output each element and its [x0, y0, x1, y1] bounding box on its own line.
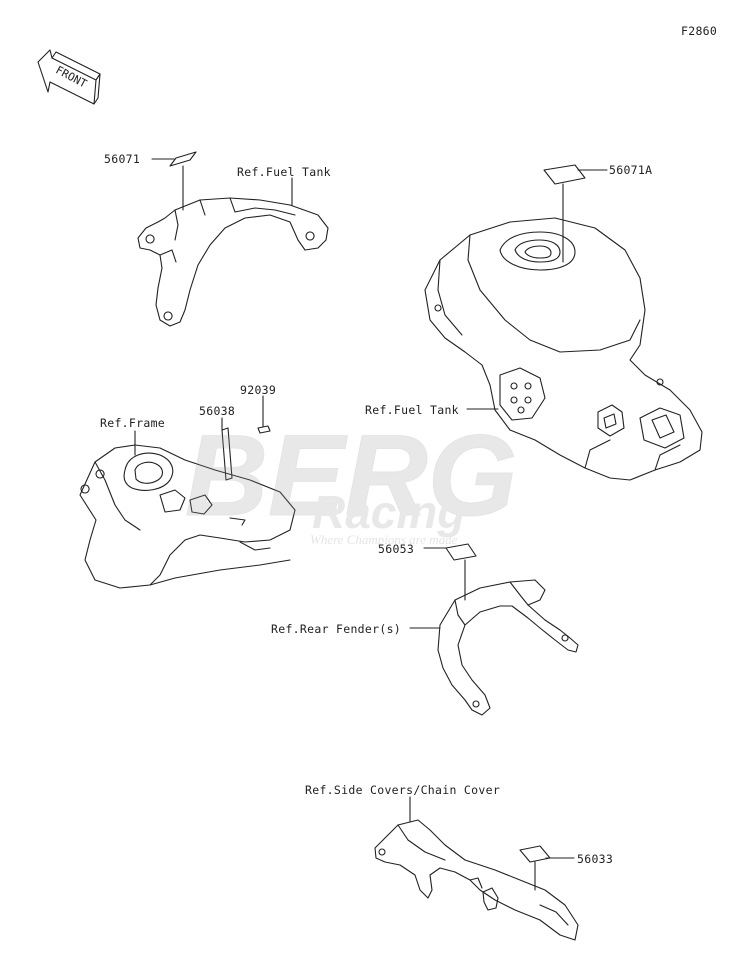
pin-92039 [257, 425, 271, 434]
decal-56071 [169, 151, 197, 167]
part-label-56053: 56053 [378, 542, 415, 556]
watermark-tagline: Where Champions are made [310, 532, 458, 547]
fuel-tank [424, 217, 703, 481]
ref-label-fuel-tank-mid: Ref.Fuel Tank [365, 403, 459, 417]
chain-cover [374, 819, 579, 941]
part-label-56071A: 56071A [609, 163, 653, 177]
part-label-56071: 56071 [104, 152, 141, 166]
part-label-56038: 56038 [199, 404, 236, 418]
front-arrow-icon [37, 49, 101, 105]
part-label-92039: 92039 [240, 383, 277, 397]
tank-cover-bracket [137, 197, 329, 327]
figure-code: F2860 [681, 24, 718, 38]
frame [79, 444, 296, 589]
decal-56038 [221, 427, 233, 481]
watermark-line1: BERG [185, 412, 517, 540]
rear-fender-bracket [437, 579, 579, 716]
part-label-56033: 56033 [577, 852, 614, 866]
decal-56033 [519, 845, 551, 863]
ref-label-fuel-tank-top: Ref.Fuel Tank [237, 165, 331, 179]
decal-56071A [543, 164, 586, 185]
watermark-line2: Racing [312, 486, 465, 538]
ref-label-rear-fender: Ref.Rear Fender(s) [271, 622, 402, 636]
ref-label-side-covers: Ref.Side Covers/Chain Cover [305, 783, 501, 797]
ref-label-frame: Ref.Frame [100, 416, 166, 430]
decal-56053 [445, 543, 477, 561]
watermark: BERG Racing Where Champions are made [185, 412, 518, 548]
